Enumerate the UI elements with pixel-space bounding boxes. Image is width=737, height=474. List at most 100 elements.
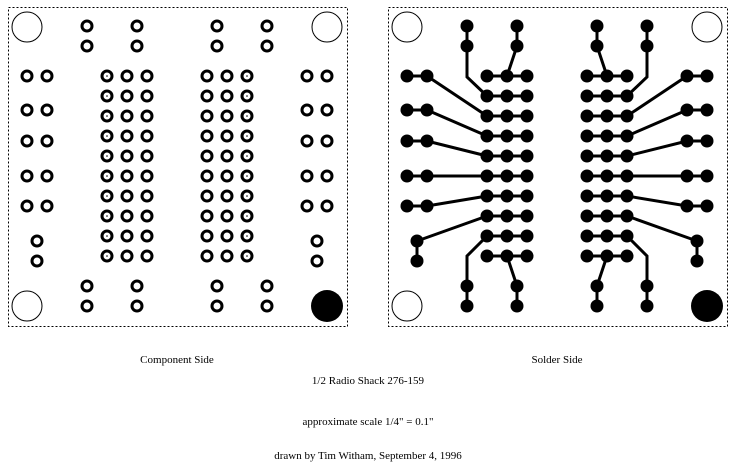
pin-center-dot (246, 155, 248, 157)
pad-ring (100, 129, 114, 143)
solder-pad (580, 189, 594, 203)
pad-ring (130, 299, 144, 313)
solder-pad (410, 254, 424, 268)
pin-center-dot (106, 115, 108, 117)
pad-ring (40, 103, 54, 117)
solder-pad (510, 19, 524, 33)
pad-ring (100, 89, 114, 103)
solder-pad (510, 39, 524, 53)
solder-pad (690, 234, 704, 248)
index-mark-hole (311, 290, 343, 322)
pad-ring (130, 39, 144, 53)
solder-pad (460, 299, 474, 313)
pin-center-dot (106, 135, 108, 137)
solder-pad (510, 279, 524, 293)
pad-ring (120, 149, 134, 163)
solder-pad (520, 209, 534, 223)
solder-pad (500, 69, 514, 83)
pad-ring (40, 134, 54, 148)
solder-pad (420, 69, 434, 83)
solder-pad (700, 134, 714, 148)
pad-ring (240, 149, 254, 163)
pad-ring (300, 134, 314, 148)
solder-pad (480, 169, 494, 183)
pad-ring (310, 254, 324, 268)
pad-ring (140, 229, 154, 243)
mounting-hole (11, 11, 43, 43)
solder-pad (640, 19, 654, 33)
pad-ring (140, 69, 154, 83)
pad-ring (300, 169, 314, 183)
solder-pad (580, 149, 594, 163)
solder-pad (600, 69, 614, 83)
solder-pad (600, 229, 614, 243)
solder-pad (510, 299, 524, 313)
pad-ring (200, 229, 214, 243)
pin-center-dot (246, 235, 248, 237)
pad-ring (240, 109, 254, 123)
pad-ring (100, 149, 114, 163)
solder-pad (480, 89, 494, 103)
pad-ring (20, 169, 34, 183)
solder-pad (420, 169, 434, 183)
solder-pad (600, 89, 614, 103)
solder-pad (500, 89, 514, 103)
pad-ring (140, 149, 154, 163)
pad-ring (140, 209, 154, 223)
solder-pad (480, 129, 494, 143)
solder-pad (580, 249, 594, 263)
pad-ring (80, 19, 94, 33)
pad-ring (240, 169, 254, 183)
solder-pad (620, 209, 634, 223)
solder-pad (640, 279, 654, 293)
pad-ring (120, 109, 134, 123)
solder-pad (480, 69, 494, 83)
pad-ring (30, 234, 44, 248)
solder-side-panel (388, 7, 728, 327)
pad-ring (100, 249, 114, 263)
pad-ring (260, 19, 274, 33)
pin-center-dot (246, 175, 248, 177)
pad-ring (300, 69, 314, 83)
pin-center-dot (106, 155, 108, 157)
solder-pad (680, 103, 694, 117)
pad-ring (140, 109, 154, 123)
pad-ring (100, 69, 114, 83)
copper-trace (626, 139, 707, 158)
pad-ring (200, 109, 214, 123)
solder-pad (680, 169, 694, 183)
pad-ring (100, 169, 114, 183)
solder-pad (420, 199, 434, 213)
solder-pad (620, 69, 634, 83)
pin-center-dot (246, 135, 248, 137)
pad-ring (200, 189, 214, 203)
solder-pad (640, 39, 654, 53)
pad-ring (140, 129, 154, 143)
solder-pad (520, 109, 534, 123)
solder-pad (480, 149, 494, 163)
solder-pad (500, 249, 514, 263)
solder-pad (620, 89, 634, 103)
solder-pad (680, 199, 694, 213)
solder-pad (580, 229, 594, 243)
copper-trace (407, 139, 488, 158)
pad-ring (140, 249, 154, 263)
pad-ring (120, 169, 134, 183)
pad-ring (80, 39, 94, 53)
pad-ring (20, 69, 34, 83)
pin-center-dot (106, 175, 108, 177)
pad-ring (220, 189, 234, 203)
pad-ring (220, 169, 234, 183)
solder-pad (580, 89, 594, 103)
board-outline (8, 7, 348, 327)
pad-ring (320, 69, 334, 83)
solder-pad (580, 109, 594, 123)
solder-pad (600, 189, 614, 203)
pad-ring (100, 189, 114, 203)
pad-ring (220, 209, 234, 223)
copper-trace (465, 26, 489, 98)
pad-ring (120, 129, 134, 143)
mounting-hole (691, 11, 723, 43)
pad-ring (320, 103, 334, 117)
pad-ring (40, 199, 54, 213)
